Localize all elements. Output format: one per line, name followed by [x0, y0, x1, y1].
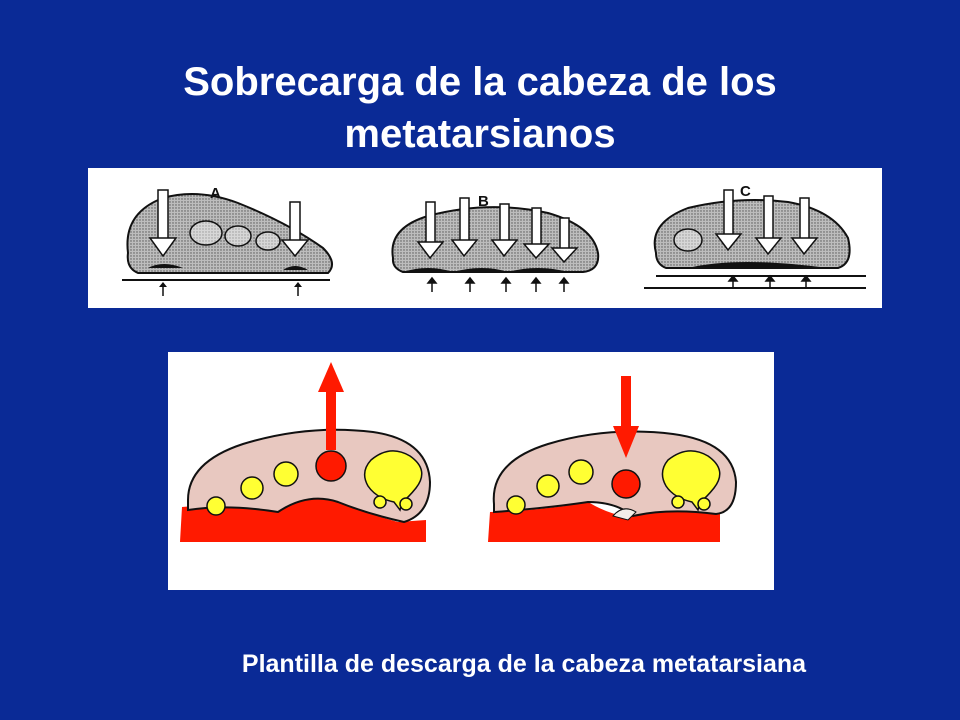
- arrow-up-icon: [318, 362, 344, 450]
- figure-a: A: [122, 185, 333, 296]
- slide-title: Sobrecarga de la cabeza de los metatarsi…: [0, 56, 960, 160]
- figure-label-b: B: [478, 193, 489, 210]
- arrow-down-icon: [613, 376, 639, 458]
- slide-caption: Plantilla de descarga de la cabeza metat…: [241, 650, 807, 678]
- forefoot-cross-section-figure: A B: [88, 168, 882, 308]
- title-line-2: metatarsianos: [344, 112, 616, 156]
- insole-left: [180, 362, 432, 542]
- insole-right: [488, 376, 738, 542]
- figure-c: C: [644, 183, 866, 289]
- figure-b: B: [391, 193, 600, 292]
- figure-label-c: C: [740, 183, 751, 200]
- insole-red-left: [180, 498, 426, 542]
- insole-diagram: [168, 352, 774, 590]
- figure-label-a: A: [210, 185, 221, 202]
- title-line-1: Sobrecarga de la cabeza de los: [183, 60, 777, 104]
- metatarsal-head-left: [315, 450, 347, 482]
- metatarsal-head-right: [611, 469, 641, 499]
- insole-red-right: [488, 502, 720, 542]
